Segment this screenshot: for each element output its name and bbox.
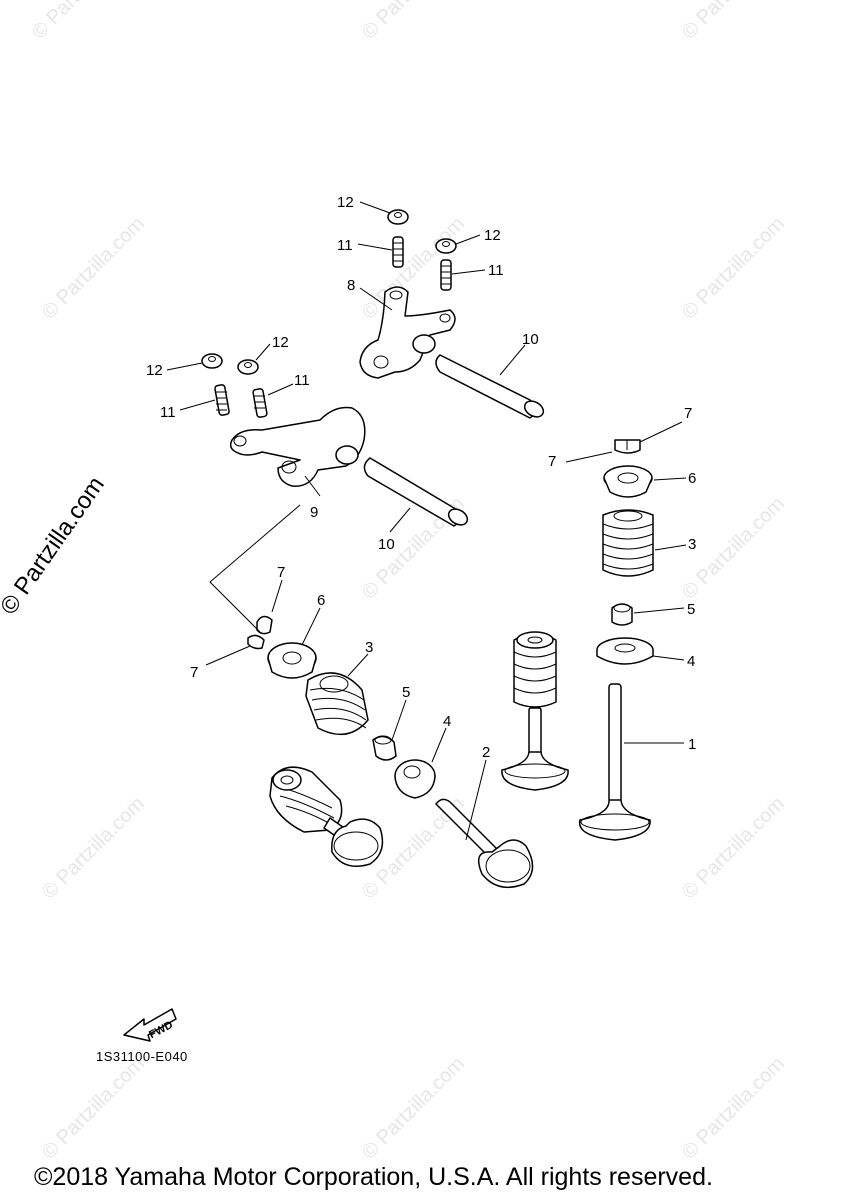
callout-3: 3 <box>365 639 373 656</box>
callout-11: 11 <box>488 262 504 279</box>
diagram-code: 1S31100-E040 <box>96 1049 188 1064</box>
callout-7: 7 <box>190 664 198 681</box>
part-6-retainer-left <box>267 642 317 679</box>
callout-1: 1 <box>688 736 696 753</box>
watermark: © Partzilla.com <box>678 0 789 44</box>
part-12-nut-right <box>237 359 259 375</box>
callout-12: 12 <box>272 334 289 351</box>
callout-2: 2 <box>482 744 490 761</box>
callout-9: 9 <box>310 504 318 521</box>
part-3-spring-left <box>305 672 369 736</box>
callout-7: 7 <box>684 405 692 422</box>
part-1-valve-right <box>578 683 651 841</box>
callout-4: 4 <box>443 713 451 730</box>
part-11-adjuster-upper-right <box>440 259 452 291</box>
part-5-seal-right <box>611 603 633 626</box>
valve-assembly-left <box>269 766 384 867</box>
copyright-notice: ©2018 Yamaha Motor Corporation, U.S.A. A… <box>34 1163 713 1191</box>
leader-lines <box>166 201 687 841</box>
callout-12: 12 <box>337 194 354 211</box>
watermark: © Partzilla.com <box>678 1053 789 1164</box>
callout-11: 11 <box>337 237 353 254</box>
callout-5: 5 <box>687 601 695 618</box>
part-11-adjuster-upper-left <box>392 236 404 268</box>
part-5-seal-left <box>372 735 397 761</box>
callout-6: 6 <box>317 592 325 609</box>
watermark: © Partzilla.com <box>38 793 149 904</box>
callout-7: 7 <box>548 453 556 470</box>
callout-8: 8 <box>347 277 355 294</box>
callout-4: 4 <box>687 653 695 670</box>
part-6-retainer-right <box>603 465 653 498</box>
callout-7: 7 <box>277 564 285 581</box>
watermark: © Partzilla.com <box>38 213 149 324</box>
valve-assembly-center <box>501 631 569 791</box>
callout-10: 10 <box>378 536 395 553</box>
callout-11: 11 <box>160 404 176 421</box>
callout-12: 12 <box>146 362 163 379</box>
part-10-rocker-shaft-upper <box>435 354 545 419</box>
callout-12: 12 <box>484 227 501 244</box>
fwd-arrow-icon: FWD <box>123 1008 177 1042</box>
part-11-adjuster-left <box>214 384 230 416</box>
part-3-spring-right <box>602 509 654 577</box>
part-12-nut-upper-left <box>387 209 409 225</box>
watermark: © Partzilla.com <box>28 0 139 44</box>
watermark: © Partzilla.com <box>358 213 469 324</box>
part-12-nut-left <box>201 353 223 369</box>
callout-11: 11 <box>294 372 310 389</box>
part-11-adjuster-right <box>252 388 268 418</box>
part-4-spring-seat-left <box>394 759 436 799</box>
part-10-rocker-shaft-lower <box>363 457 469 527</box>
part-7-keeper-left <box>247 615 273 650</box>
watermark: © Partzilla.com <box>678 213 789 324</box>
callout-5: 5 <box>402 684 410 701</box>
part-2-valve-left <box>435 798 534 889</box>
callout-3: 3 <box>688 536 696 553</box>
watermark: © Partzilla.com <box>358 1053 469 1164</box>
part-12-nut-upper-right <box>435 238 457 254</box>
part-9-rocker-arm <box>229 406 366 487</box>
part-4-spring-seat-right <box>596 637 654 665</box>
callout-6: 6 <box>688 470 696 487</box>
part-8-rocker-arm <box>359 286 456 379</box>
callout-10: 10 <box>522 331 539 348</box>
callouts: 12 11 12 11 8 10 12 12 11 11 9 10 7 7 6 … <box>146 194 696 761</box>
watermark: © Partzilla.com <box>358 0 469 44</box>
part-7-keeper-right <box>614 439 641 454</box>
watermark-layer: © Partzilla.com © Partzilla.com © Partzi… <box>28 0 789 1164</box>
watermark: © Partzilla.com <box>678 793 789 904</box>
watermark: © Partzilla.com <box>38 1053 149 1164</box>
